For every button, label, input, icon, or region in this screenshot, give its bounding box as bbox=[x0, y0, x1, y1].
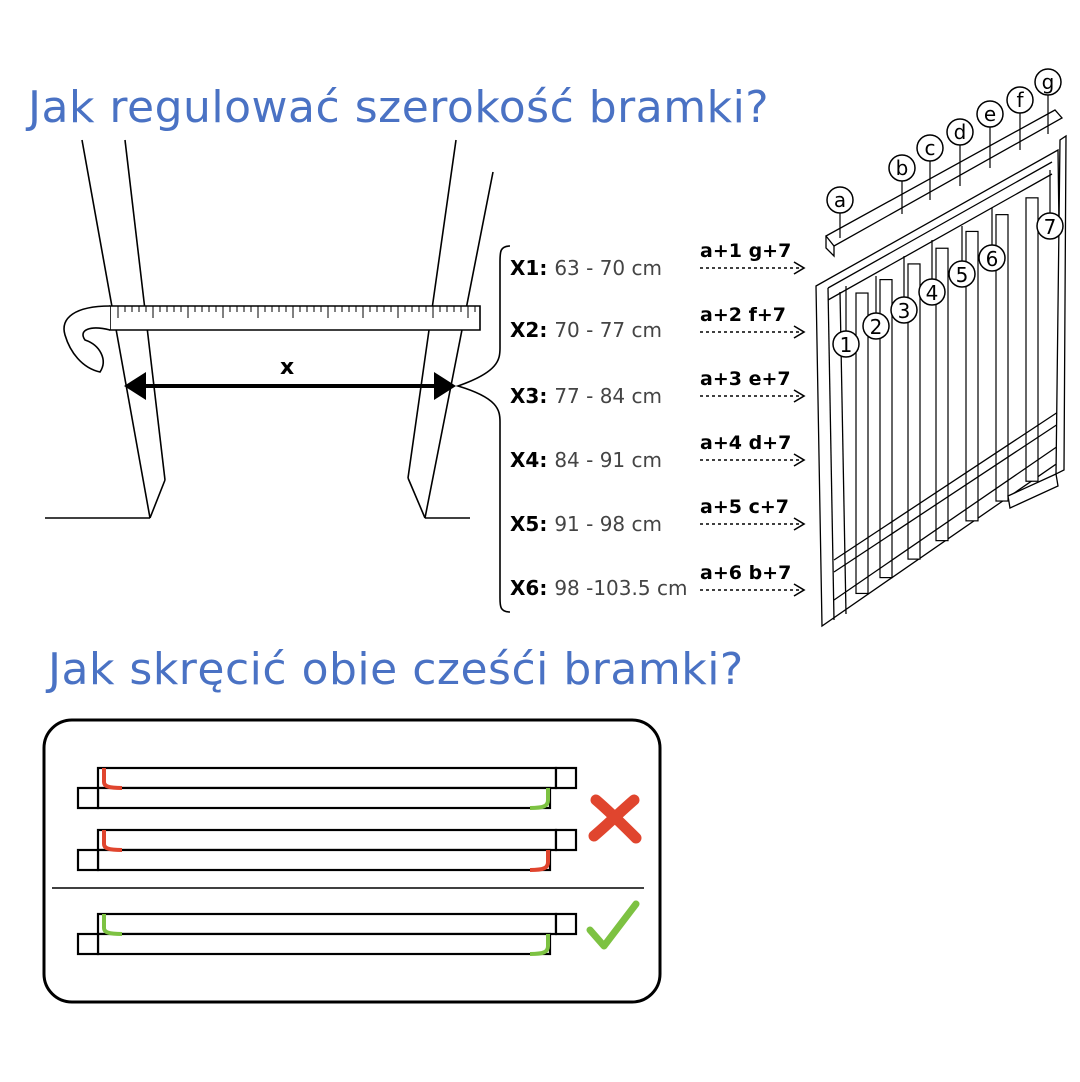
width-title: Jak regulować szerokość bramki? bbox=[28, 82, 770, 133]
cross-icon bbox=[588, 794, 642, 844]
size-range: 98 -103.5 cm bbox=[554, 576, 688, 600]
number-circle bbox=[918, 278, 946, 306]
combo-arrow-head bbox=[793, 517, 806, 531]
lower-bar bbox=[96, 786, 552, 810]
letter-label: g bbox=[1042, 70, 1055, 94]
tape-measure bbox=[63, 305, 481, 373]
number-circle bbox=[978, 244, 1006, 272]
combo-label: a+4 d+7 bbox=[700, 432, 792, 454]
assembly-bars bbox=[76, 766, 578, 956]
letter-label: c bbox=[925, 136, 936, 160]
letter-label: f bbox=[1016, 88, 1024, 112]
number-label: 7 bbox=[1044, 215, 1057, 239]
size-range: 84 - 91 cm bbox=[554, 448, 662, 472]
size-row: X1: 63 - 70 cm bbox=[510, 256, 662, 280]
size-label: X5 bbox=[510, 512, 540, 536]
size-row: X4: 84 - 91 cm bbox=[510, 448, 662, 472]
right-hook bbox=[529, 788, 550, 810]
right-hook bbox=[529, 934, 550, 956]
size-brace bbox=[455, 245, 511, 613]
letter-circle bbox=[888, 154, 916, 182]
combo-label: a+2 f+7 bbox=[700, 304, 786, 326]
gate-slat bbox=[907, 263, 921, 560]
number-circle bbox=[948, 260, 976, 288]
upper-bar-cap bbox=[554, 828, 578, 852]
number-circle bbox=[862, 312, 890, 340]
size-label: X4 bbox=[510, 448, 540, 472]
upper-bar bbox=[96, 766, 558, 790]
gate-panel bbox=[815, 109, 1067, 628]
combo-label: a+6 b+7 bbox=[700, 562, 792, 584]
number-circle bbox=[890, 296, 918, 324]
letter-circle bbox=[826, 186, 854, 214]
size-row: X5: 91 - 98 cm bbox=[510, 512, 662, 536]
letter-label: e bbox=[984, 102, 996, 126]
upper-bar-cap bbox=[554, 912, 578, 936]
lower-bar-cap bbox=[76, 932, 100, 956]
size-range: 70 - 77 cm bbox=[554, 318, 662, 342]
gate-slat bbox=[965, 230, 979, 522]
combo-label: a+5 c+7 bbox=[700, 496, 789, 518]
number-label: 1 bbox=[840, 333, 853, 357]
assembly-title: Jak skręcić obie cześći bramki? bbox=[48, 644, 744, 695]
letter-circle bbox=[916, 134, 944, 162]
number-label: 5 bbox=[956, 263, 969, 287]
letter-circle bbox=[946, 118, 974, 146]
gate-slat bbox=[1025, 197, 1039, 482]
combo-arrow-head bbox=[793, 583, 806, 597]
size-range: 91 - 98 cm bbox=[554, 512, 662, 536]
size-label: X3 bbox=[510, 384, 540, 408]
combo-arrow-head bbox=[793, 453, 806, 467]
left-hook bbox=[102, 914, 123, 936]
measure-arrow bbox=[124, 372, 456, 400]
number-circle bbox=[832, 330, 860, 358]
check-icon bbox=[586, 900, 640, 950]
measure-x-label: x bbox=[280, 355, 295, 380]
upper-bar bbox=[96, 828, 558, 852]
gate-slat bbox=[935, 247, 949, 542]
upper-bar bbox=[96, 912, 558, 936]
lower-bar bbox=[96, 932, 552, 956]
letter-circle bbox=[976, 100, 1004, 128]
right-hook bbox=[529, 850, 550, 872]
letter-circle bbox=[1006, 86, 1034, 114]
gate-slat bbox=[879, 279, 893, 579]
left-hook bbox=[102, 768, 123, 790]
combo-label: a+3 e+7 bbox=[700, 368, 791, 390]
letter-label: d bbox=[954, 120, 967, 144]
size-label: X6 bbox=[510, 576, 540, 600]
number-label: 6 bbox=[986, 247, 999, 271]
combo-arrow-head bbox=[793, 389, 806, 403]
number-label: 2 bbox=[870, 315, 883, 339]
upper-bar-cap bbox=[554, 766, 578, 790]
combo-arrows bbox=[700, 261, 806, 597]
left-hook bbox=[102, 830, 123, 852]
size-row: X6: 98 -103.5 cm bbox=[510, 576, 688, 600]
size-label: X2 bbox=[510, 318, 540, 342]
number-label: 4 bbox=[926, 281, 939, 305]
letter-label: a bbox=[834, 188, 846, 212]
gate-slat bbox=[855, 292, 869, 595]
size-row: X2: 70 - 77 cm bbox=[510, 318, 662, 342]
gate-slat bbox=[995, 214, 1009, 502]
number-label: 3 bbox=[898, 299, 911, 323]
combo-arrow-head bbox=[793, 325, 806, 339]
size-range: 63 - 70 cm bbox=[554, 256, 662, 280]
lower-bar-cap bbox=[76, 786, 100, 810]
lower-bar-cap bbox=[76, 848, 100, 872]
size-row: X3: 77 - 84 cm bbox=[510, 384, 662, 408]
combo-label: a+1 g+7 bbox=[700, 240, 792, 262]
size-label: X1 bbox=[510, 256, 540, 280]
lower-bar bbox=[96, 848, 552, 872]
letter-label: b bbox=[896, 156, 909, 180]
combo-arrow-head bbox=[793, 261, 806, 275]
size-range: 77 - 84 cm bbox=[554, 384, 662, 408]
letter-circle bbox=[1034, 68, 1062, 96]
number-circle bbox=[1036, 212, 1064, 240]
